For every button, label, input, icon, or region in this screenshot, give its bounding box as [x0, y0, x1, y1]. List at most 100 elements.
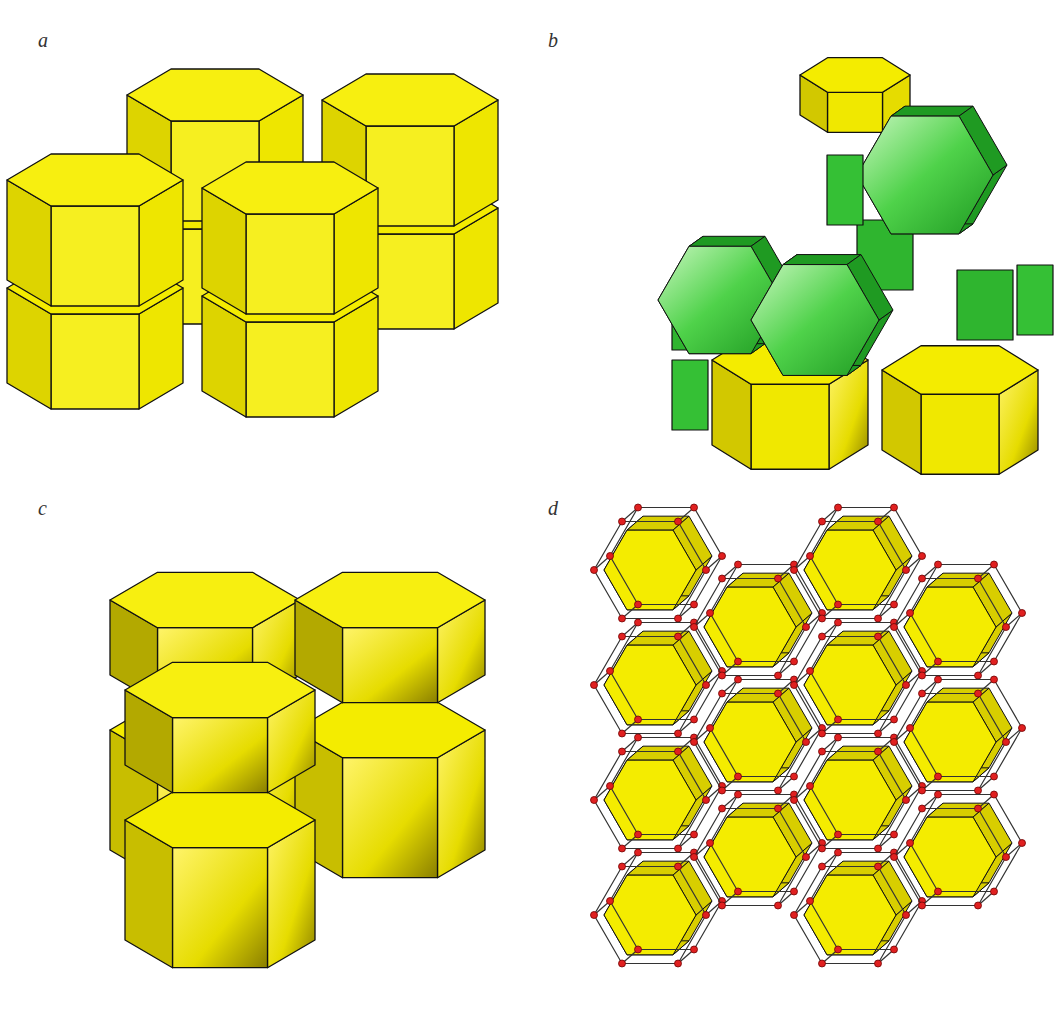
prism-top — [295, 572, 485, 627]
lattice-atom — [875, 615, 882, 622]
lattice-atom — [807, 553, 814, 560]
lattice-atom — [619, 633, 626, 640]
panel-d-art — [591, 504, 1026, 967]
lattice-line — [610, 738, 722, 835]
lattice-atom — [1003, 854, 1010, 861]
lattice-atom — [703, 912, 710, 919]
lattice-atom — [619, 845, 626, 852]
lattice-line — [910, 565, 1022, 662]
lattice-atom — [691, 739, 698, 746]
lattice-atom — [775, 902, 782, 909]
lattice-atom — [891, 624, 898, 631]
lattice-atom — [703, 567, 710, 574]
green-block — [957, 270, 1013, 340]
lattice-atom — [635, 831, 642, 838]
lattice-atom — [791, 658, 798, 665]
lattice-atom — [607, 668, 614, 675]
prism-end — [857, 116, 993, 234]
prism-top — [110, 572, 300, 627]
lattice-atom — [675, 863, 682, 870]
lattice-atom — [803, 624, 810, 631]
prism-top — [202, 162, 378, 214]
lattice-atom — [903, 912, 910, 919]
prism-side — [246, 214, 334, 314]
panel-letter: b — [548, 30, 558, 50]
prism-side — [751, 384, 829, 469]
lattice-atom — [835, 619, 842, 626]
lattice-atom — [791, 912, 798, 919]
lattice-atom — [675, 845, 682, 852]
prism-side — [173, 848, 268, 968]
prism-side — [51, 314, 139, 409]
panel-letter: a — [38, 30, 48, 50]
lattice-atom — [919, 553, 926, 560]
lattice-atom — [791, 567, 798, 574]
green-block — [672, 360, 708, 430]
panel-letter: c — [38, 498, 47, 518]
lattice-atom — [591, 567, 598, 574]
green-block — [827, 155, 863, 225]
lattice-atom — [619, 863, 626, 870]
lattice-atom — [635, 601, 642, 608]
lattice-atom — [919, 805, 926, 812]
lattice-atom — [735, 658, 742, 665]
lattice-atom — [975, 672, 982, 679]
lattice-atom — [719, 805, 726, 812]
prism-side — [828, 92, 883, 132]
lattice-atom — [835, 831, 842, 838]
prism-top — [127, 69, 303, 121]
prism-top — [7, 154, 183, 206]
lattice-atom — [735, 773, 742, 780]
lattice-atom — [591, 682, 598, 689]
lattice-atom — [791, 797, 798, 804]
lattice-atom — [807, 783, 814, 790]
lattice-line — [910, 795, 1022, 892]
lattice-atom — [935, 676, 942, 683]
lattice-line — [810, 508, 922, 605]
lattice-atom — [903, 682, 910, 689]
green-block — [1017, 265, 1053, 335]
lattice-atom — [919, 902, 926, 909]
lattice-atom — [819, 518, 826, 525]
lattice-atom — [735, 791, 742, 798]
prism-top — [322, 74, 498, 126]
lattice-atom — [935, 888, 942, 895]
lattice-atom — [991, 773, 998, 780]
lattice-atom — [819, 730, 826, 737]
lattice-line — [710, 565, 822, 662]
lattice-atom — [675, 518, 682, 525]
lattice-atom — [1019, 725, 1026, 732]
lattice-atom — [719, 672, 726, 679]
lattice-atom — [619, 615, 626, 622]
lattice-line — [810, 853, 922, 950]
lattice-atom — [1019, 610, 1026, 617]
lattice-atom — [607, 553, 614, 560]
lattice-atom — [835, 734, 842, 741]
lattice-atom — [719, 690, 726, 697]
lattice-atom — [835, 601, 842, 608]
lattice-atom — [735, 888, 742, 895]
lattice-atom — [991, 676, 998, 683]
panel-c-art — [110, 572, 485, 967]
lattice-line — [610, 508, 722, 605]
lattice-atom — [691, 854, 698, 861]
lattice-atom — [903, 567, 910, 574]
lattice-atom — [935, 773, 942, 780]
lattice-atom — [691, 716, 698, 723]
panel-letter: d — [548, 498, 558, 518]
lattice-atom — [735, 561, 742, 568]
lattice-atom — [775, 805, 782, 812]
lattice-atom — [619, 748, 626, 755]
lattice-atom — [591, 912, 598, 919]
prism-side — [246, 322, 334, 417]
lattice-atom — [635, 716, 642, 723]
lattice-atom — [935, 658, 942, 665]
lattice-atom — [891, 831, 898, 838]
lattice-atom — [719, 553, 726, 560]
lattice-atom — [807, 898, 814, 905]
lattice-atom — [635, 734, 642, 741]
lattice-atom — [691, 946, 698, 953]
prism-top — [800, 58, 910, 93]
lattice-atom — [907, 840, 914, 847]
